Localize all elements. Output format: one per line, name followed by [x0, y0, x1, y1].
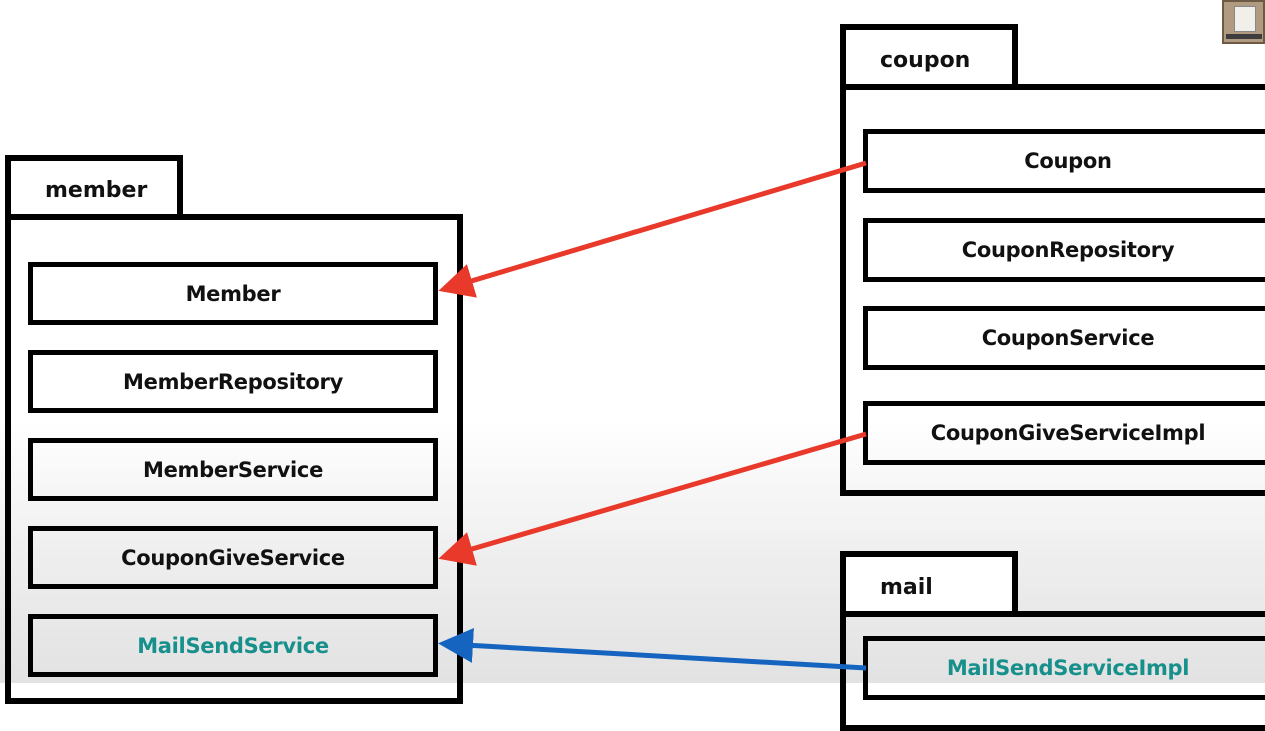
- member-class: Member: [28, 262, 438, 325]
- coupon-package-label: coupon: [880, 47, 971, 73]
- member-repository-class: MemberRepository: [28, 350, 438, 413]
- dependency-arrows: [438, 160, 867, 671]
- member-package-label: member: [45, 177, 148, 203]
- presenter-thumbnail: [1222, 0, 1265, 44]
- coupon-service-class: CouponService: [863, 306, 1265, 370]
- coupon-repository-class: CouponRepository: [863, 218, 1265, 282]
- coupon-package: [840, 84, 1265, 496]
- mail-package-label: mail: [880, 574, 933, 600]
- coupon-package-tab: coupon: [840, 24, 1018, 90]
- member-service-class: MemberService: [28, 438, 438, 501]
- coupon-give-service-interface: CouponGiveService: [28, 526, 438, 589]
- mail-package-tab: mail: [840, 551, 1018, 617]
- mail-send-service-interface: MailSendService: [28, 614, 438, 677]
- coupon-give-impl-to-interface-arrow: [438, 431, 867, 566]
- member-package-tab: member: [5, 155, 183, 219]
- paper-icon: [1234, 6, 1256, 32]
- coupon-class: Coupon: [863, 129, 1265, 193]
- mail-impl-to-interface-arrow: [438, 627, 867, 671]
- coupon-to-member-arrow: [438, 160, 867, 298]
- coupon-give-service-impl-class: CouponGiveServiceImpl: [863, 401, 1265, 465]
